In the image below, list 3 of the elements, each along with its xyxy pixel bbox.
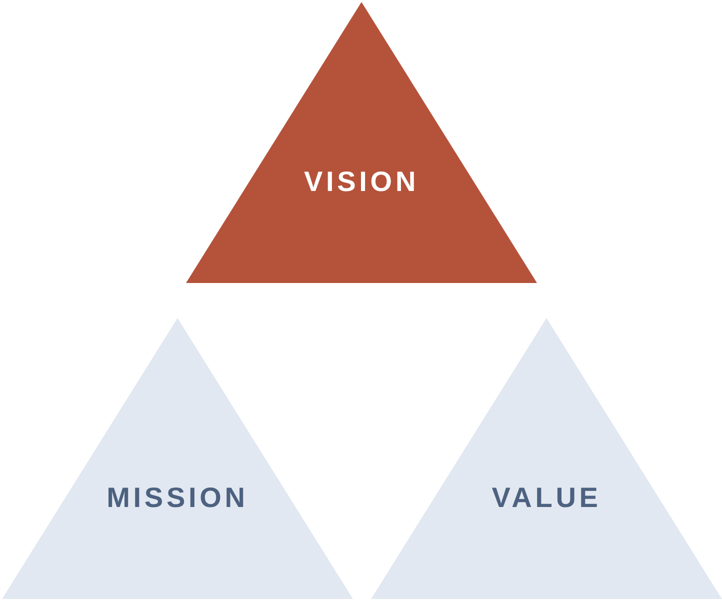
triangle-label: VISION (304, 168, 420, 196)
triangle-label: VALUE (492, 484, 602, 512)
triangle-label: MISSION (106, 484, 248, 512)
